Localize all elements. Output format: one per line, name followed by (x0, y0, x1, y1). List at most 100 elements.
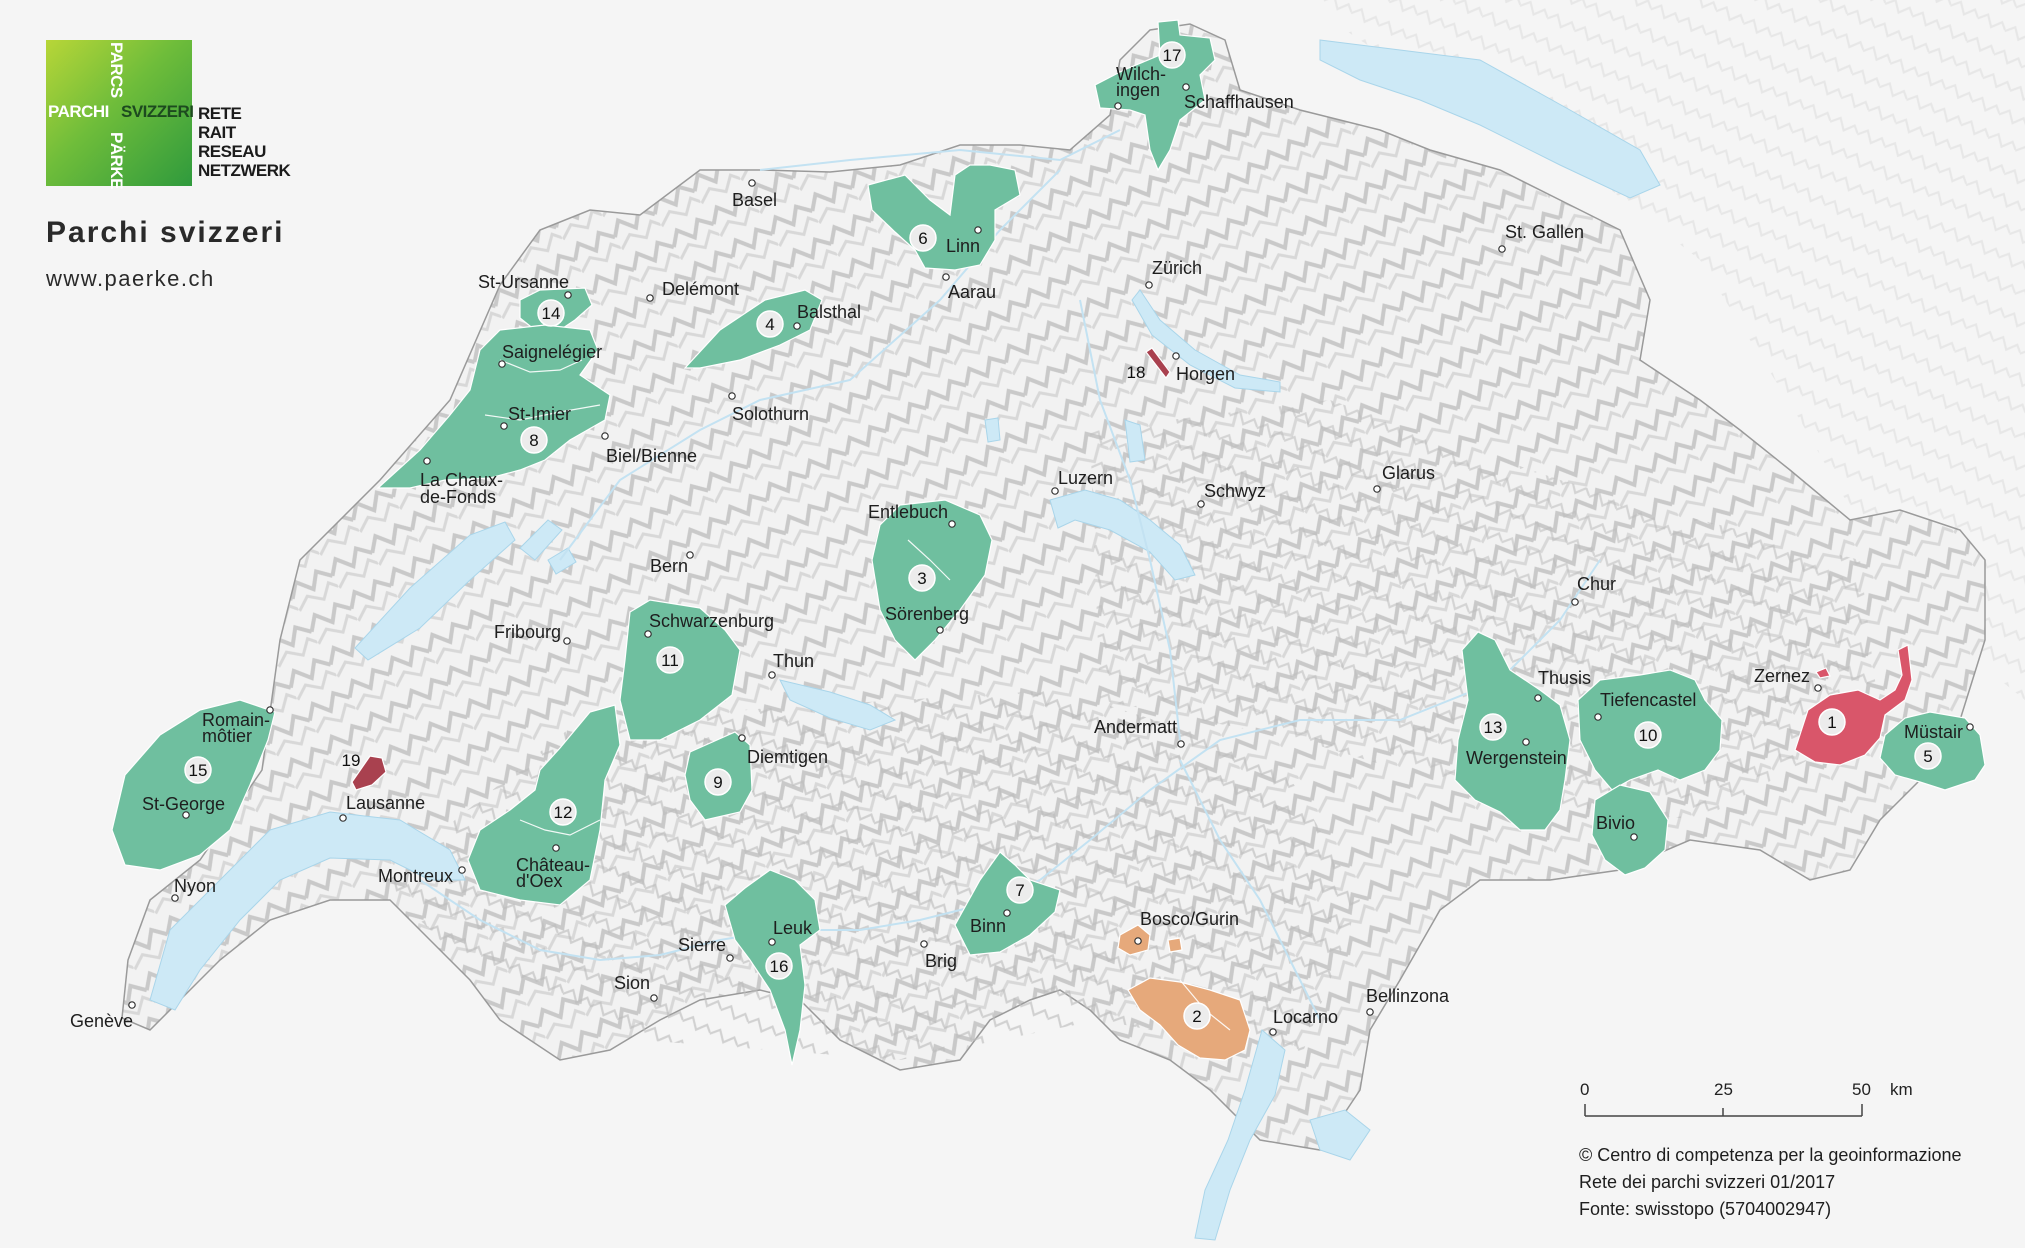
place-dot-horgen (1172, 352, 1180, 360)
scale-tick-50: 50 (1852, 1080, 1871, 1099)
park-marker-19[interactable]: 19 (342, 751, 361, 770)
park-marker-12[interactable]: 12 (549, 798, 577, 826)
credit-line: © Centro di competenza per la geoinforma… (1579, 1145, 1962, 1165)
park-number-15: 15 (189, 761, 208, 780)
parks-network-logo: PARCHI SVIZZERI PARCS PÄRKE (46, 40, 194, 190)
park-1-islet (1815, 667, 1831, 679)
park-marker-11[interactable]: 11 (656, 646, 684, 674)
park-marker-10[interactable]: 10 (1634, 721, 1662, 749)
place-dot-wilchingen-1 (1114, 102, 1122, 110)
place-dot-binn (1003, 909, 1011, 917)
place-dot-andermatt (1177, 740, 1185, 748)
place-dot-bosco (1134, 937, 1142, 945)
park-bivio-shape (1591, 784, 1669, 876)
river-rhine-upper (759, 129, 1121, 171)
lake-murten (547, 547, 577, 575)
place-label-schwarzenburg: Schwarzenburg (649, 611, 774, 631)
park-number-4: 4 (765, 315, 774, 334)
park-marker-7[interactable]: 7 (1006, 876, 1034, 904)
park-marker-circle (184, 756, 212, 784)
park-marker-5[interactable]: 5 (1914, 742, 1942, 770)
park-number-14: 14 (542, 304, 561, 323)
place-dot-fribourg (563, 637, 571, 645)
park-number-5: 5 (1923, 747, 1932, 766)
park-marker-circle (1818, 708, 1846, 736)
place-dot-sorenberg (936, 626, 944, 634)
park-number-9: 9 (713, 773, 722, 792)
scale-bar: 0 25 50 km (1580, 1080, 1913, 1117)
park-marker-circle (1914, 742, 1942, 770)
park-number-13: 13 (1484, 718, 1503, 737)
park-number-17: 17 (1163, 46, 1182, 65)
place-dot-bern (686, 551, 694, 559)
place-label-diemtigen: Diemtigen (747, 747, 828, 767)
park-marker-14[interactable]: 14 (537, 299, 565, 327)
place-dot-biel (601, 432, 609, 440)
place-label-sion: Sion (614, 973, 650, 993)
park-number-12: 12 (554, 803, 573, 822)
place-label-bosco: Bosco/Gurin (1140, 909, 1239, 929)
park-marker-circle (704, 768, 732, 796)
place-label-fribourg: Fribourg (494, 622, 561, 642)
place-label-lausanne: Lausanne (346, 793, 425, 813)
network-word: RETE (198, 104, 242, 123)
place-label-locarno: Locarno (1273, 1007, 1338, 1027)
park-13-shape (1454, 631, 1571, 831)
place-label-sierre: Sierre (678, 935, 726, 955)
place-label-delemont: Delémont (662, 279, 739, 299)
park-number-18: 18 (1127, 363, 1146, 382)
place-dot-sion (650, 994, 658, 1002)
place-label-chateau-1: Château- (516, 855, 590, 875)
park-marker-13[interactable]: 13 (1479, 713, 1507, 741)
park-marker-2[interactable]: 2 (1183, 1002, 1211, 1030)
lake-constance (1319, 39, 1661, 199)
website-link[interactable]: www.paerke.ch (46, 266, 215, 291)
place-label-thusis: Thusis (1538, 668, 1591, 688)
place-label-la-chaux-2: de-Fonds (420, 487, 496, 507)
place-dot-bivio (1630, 833, 1638, 841)
place-dot-schwarzenburg (644, 630, 652, 638)
park-marker-4[interactable]: 4 (756, 310, 784, 338)
network-word: RAIT (198, 123, 236, 142)
place-dot-brig (920, 940, 928, 948)
park-marker-1[interactable]: 1 (1818, 708, 1846, 736)
place-label-tiefencastel: Tiefencastel (1600, 690, 1696, 710)
park-number-19: 19 (342, 751, 361, 770)
park-marker-circle (908, 564, 936, 592)
place-dot-saignelegier (498, 360, 506, 368)
place-label-entlebuch: Entlebuch (868, 502, 948, 522)
place-dot-zurich (1145, 281, 1153, 289)
lake-biel (519, 519, 563, 561)
place-label-zernez: Zernez (1754, 666, 1810, 686)
place-label-glarus: Glarus (1382, 463, 1435, 483)
place-dot-st-ursanne (564, 291, 572, 299)
logo-word-paerke: PÄRKE (107, 132, 126, 190)
park-marker-9[interactable]: 9 (704, 768, 732, 796)
park-marker-8[interactable]: 8 (520, 426, 548, 454)
park-marker-16[interactable]: 16 (765, 952, 793, 980)
place-label-solothurn: Solothurn (732, 404, 809, 424)
place-label-aarau: Aarau (948, 282, 996, 302)
lake-zug (1124, 419, 1146, 463)
park-marker-3[interactable]: 3 (908, 564, 936, 592)
park-marker-circle (756, 310, 784, 338)
place-label-romainmotier-2: môtier (202, 726, 252, 746)
credit-line: Rete dei parchi svizzeri 01/2017 (1579, 1172, 1836, 1192)
park-15-shape (111, 699, 276, 871)
park-marker-circle (909, 224, 937, 252)
place-dot-thusis (1534, 694, 1542, 702)
park-marker-17[interactable]: 17 (1158, 41, 1186, 69)
place-dot-balsthal (793, 322, 801, 330)
park-marker-6[interactable]: 6 (909, 224, 937, 252)
park-marker-18[interactable]: 18 (1127, 363, 1146, 382)
park-marker-15[interactable]: 15 (184, 756, 212, 784)
park-8-shape (376, 324, 611, 489)
place-label-montreux: Montreux (378, 866, 453, 886)
scale-tick-0: 0 (1580, 1080, 1589, 1099)
lakes (149, 39, 1661, 1241)
map-title: Parchi svizzeri (46, 216, 285, 249)
place-dot-thun (768, 671, 776, 679)
place-label-wilchingen-1: Wilch- (1116, 64, 1166, 84)
